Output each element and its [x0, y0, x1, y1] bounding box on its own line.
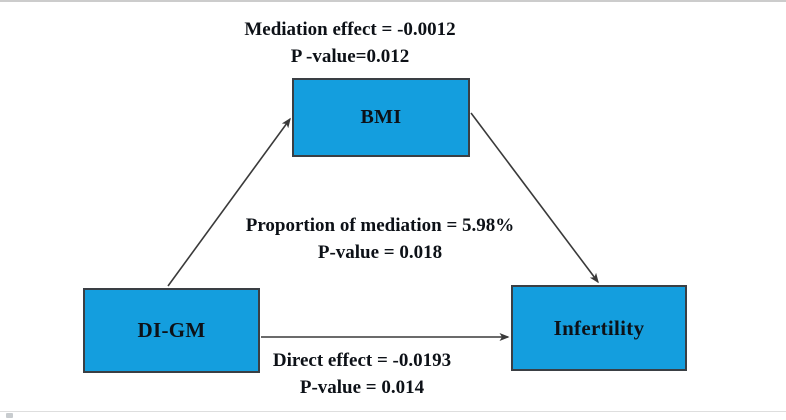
mediation-effect-pvalue: P -value=0.012 [290, 45, 410, 67]
proportion-of-mediation-annotation: Proportion of mediation = 5.98% P-value … [185, 213, 575, 267]
mediation-effect-value: Mediation effect = -0.0012 [244, 19, 456, 40]
direct-effect-value: Direct effect = -0.0193 [272, 350, 452, 371]
top-divider-line [0, 0, 786, 2]
direct-effect-annotation: Direct effect = -0.0193 P-value = 0.014 [167, 348, 557, 402]
node-bmi-label: BMI [360, 106, 402, 128]
direct-effect-pvalue: P-value = 0.014 [299, 376, 425, 398]
proportion-value: Proportion of mediation = 5.98% [245, 215, 515, 236]
node-bmi: BMI [292, 78, 470, 157]
page-edge-artifact [6, 413, 13, 418]
bottom-divider-line [0, 411, 786, 412]
node-digm: DI-GM [83, 288, 260, 373]
node-infertility-label: Infertility [553, 315, 645, 340]
proportion-pvalue: P-value = 0.018 [317, 241, 443, 263]
arrow-digm-to-bmi [167, 117, 291, 287]
arrow-bmi-to-infertility [470, 112, 599, 284]
mediation-effect-annotation: Mediation effect = -0.0012 P -value=0.01… [155, 17, 545, 71]
node-digm-label: DI-GM [137, 318, 206, 342]
node-infertility: Infertility [511, 285, 687, 371]
